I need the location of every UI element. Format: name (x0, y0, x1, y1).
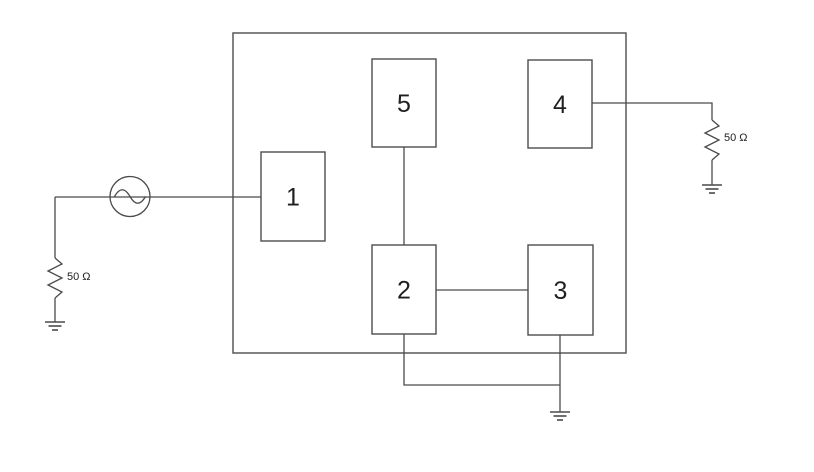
block-4-box (527, 59, 593, 149)
wire-block4-to-termination (592, 102, 713, 120)
ground-symbol-bottom (550, 411, 570, 421)
block-3: 3 (527, 244, 594, 336)
left-termination-resistor: 50 Ω (46, 257, 91, 299)
block-5: 5 (371, 58, 437, 148)
block-3-label: 3 (554, 277, 568, 305)
block-3-box (527, 244, 594, 336)
block-5-box (371, 58, 437, 148)
block-2: 2 (371, 244, 437, 335)
system-boundary-box (232, 32, 627, 354)
resistor-zigzag-icon (703, 119, 721, 161)
left-termination-label: 50 Ω (67, 271, 91, 283)
block-4-label: 4 (553, 91, 567, 119)
block-1-box (260, 151, 326, 242)
wires (54, 102, 713, 412)
block-5-label: 5 (397, 90, 411, 118)
sine-wave-icon (113, 189, 147, 204)
ground-symbol-right (702, 184, 722, 194)
block-1-label: 1 (286, 184, 300, 212)
ground-symbol-left (45, 321, 65, 331)
wire-block2-bottom-return (403, 334, 560, 386)
block-2-label: 2 (397, 277, 411, 305)
right-termination-label: 50 Ω (724, 132, 748, 144)
ac-source-circle (109, 175, 151, 218)
block-1: 1 (260, 151, 326, 242)
block-4: 4 (527, 59, 593, 149)
ac-source-icon (109, 175, 151, 218)
resistor-zigzag-icon (46, 257, 64, 299)
block-2-box (371, 244, 437, 335)
right-termination-resistor: 50 Ω (703, 119, 748, 161)
